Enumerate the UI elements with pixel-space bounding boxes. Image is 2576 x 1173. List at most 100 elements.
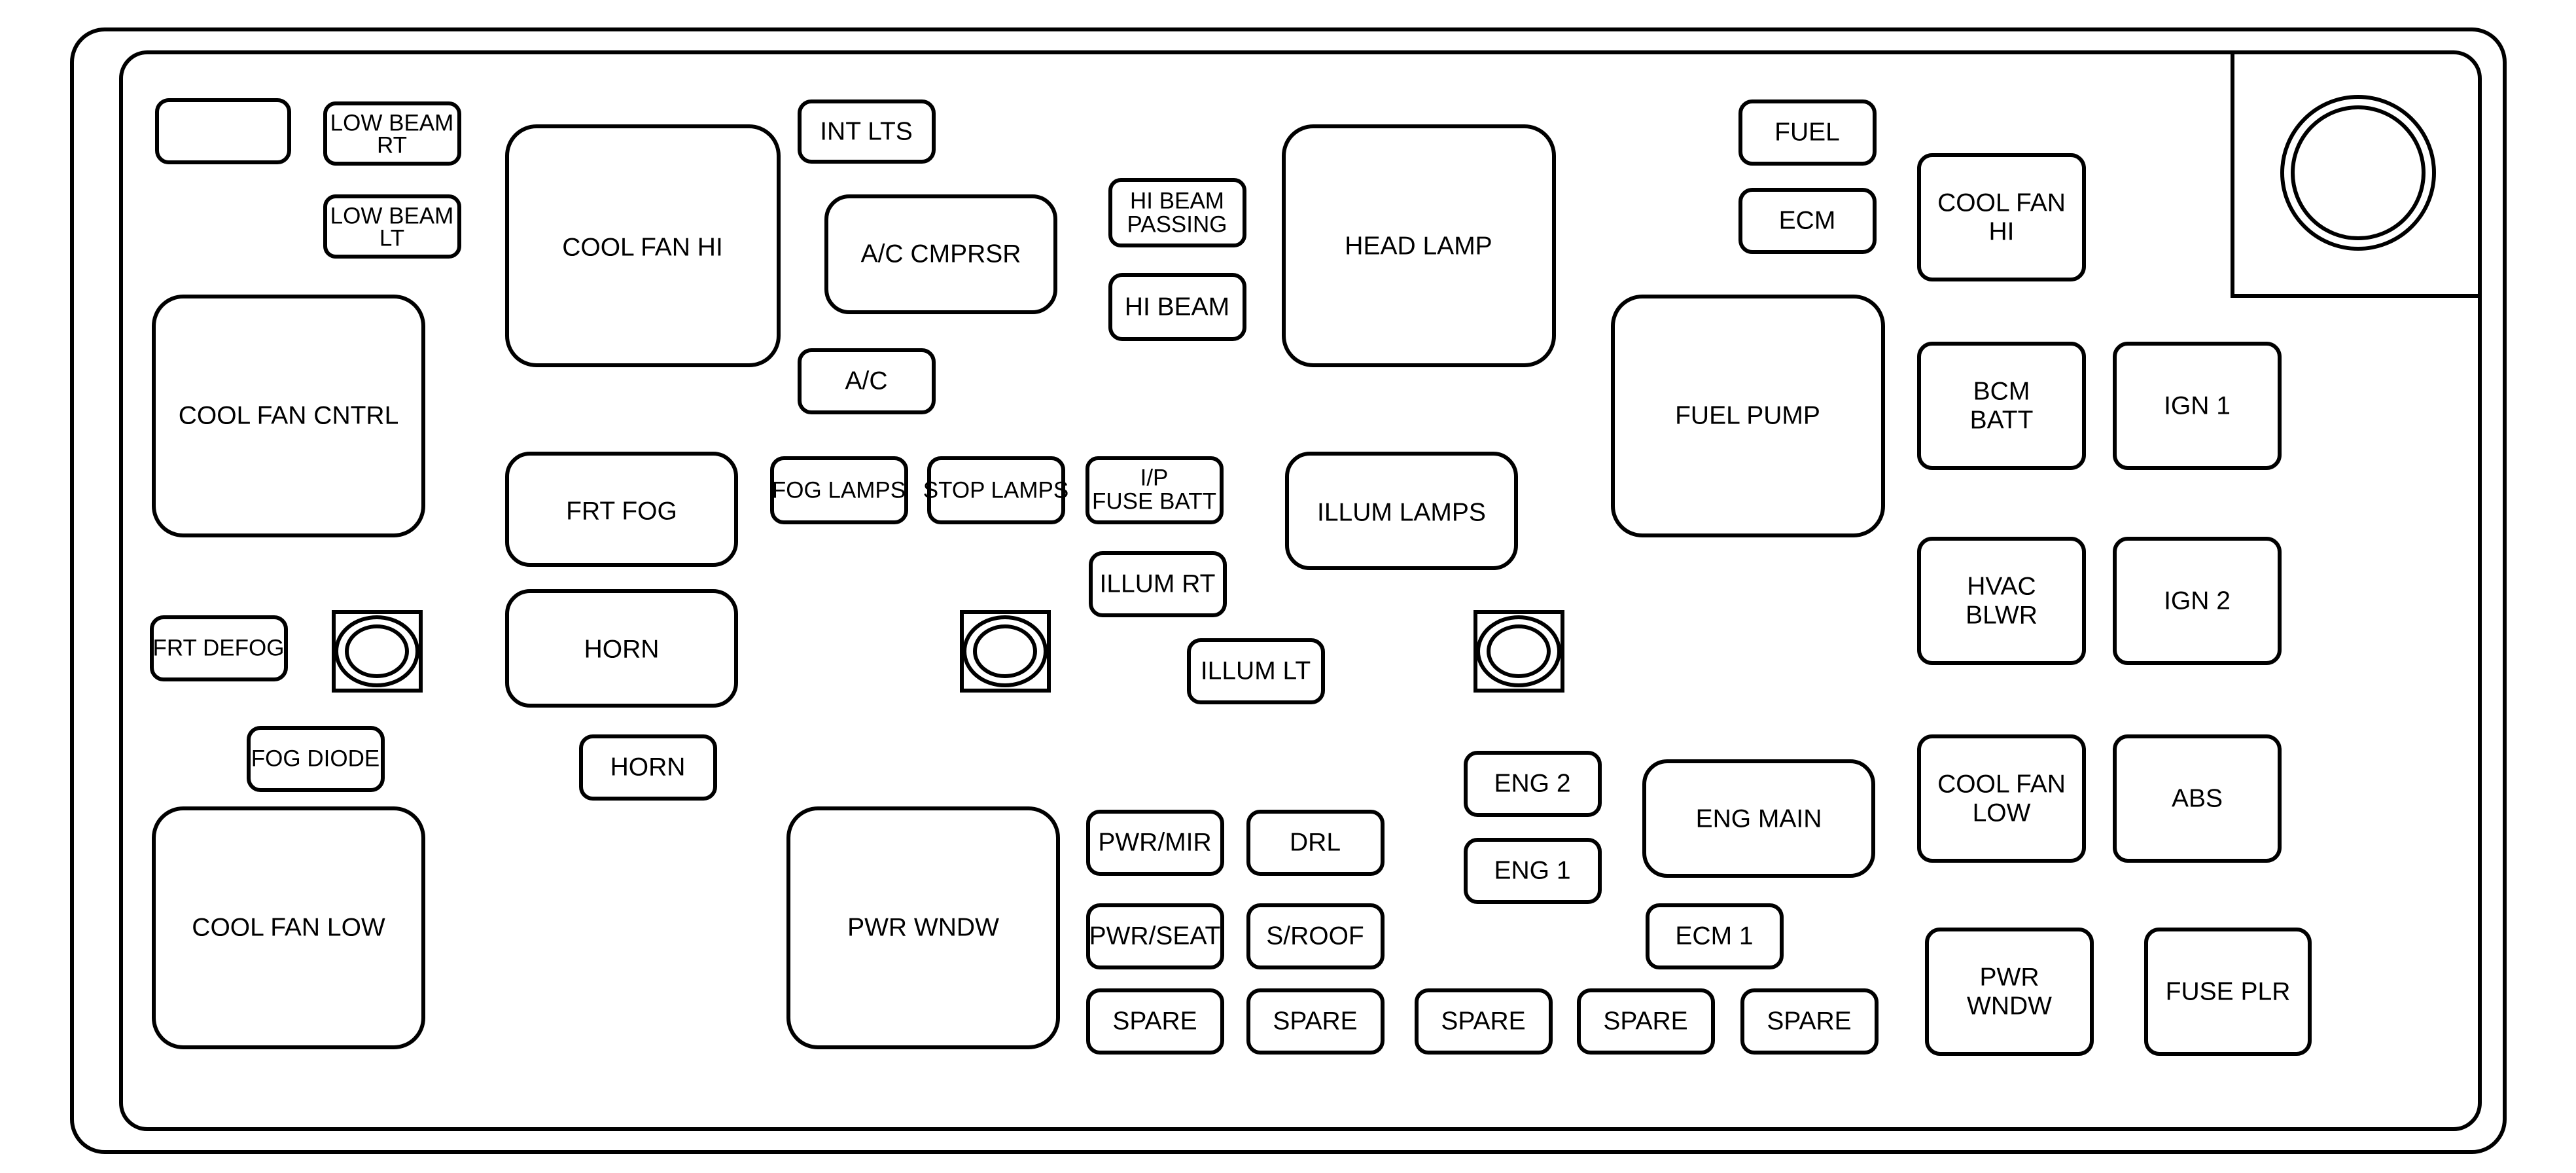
svg-text:LT: LT bbox=[379, 226, 404, 251]
mounting-hole-outer bbox=[2280, 95, 2436, 251]
svg-text:A/C CMPRSR: A/C CMPRSR bbox=[861, 240, 1021, 268]
fuse-pwr-seat: PWR/SEAT bbox=[1086, 903, 1224, 969]
fuse-horn: HORN bbox=[579, 734, 717, 801]
fuse-spare-3: SPARE bbox=[1415, 988, 1553, 1055]
fuse-spare-4: SPARE bbox=[1577, 988, 1715, 1055]
fuse-abs: ABS bbox=[2113, 734, 2282, 863]
outer-housing bbox=[70, 27, 2507, 1154]
svg-text:LOW: LOW bbox=[1973, 799, 2031, 827]
svg-text:ABS: ABS bbox=[2172, 785, 2223, 813]
fuse-s-roof: S/ROOF bbox=[1246, 903, 1385, 969]
svg-text:FOG DIODE: FOG DIODE bbox=[251, 746, 379, 772]
svg-text:I/P: I/P bbox=[1140, 465, 1169, 491]
relay-eng-main: ENG MAIN bbox=[1642, 759, 1875, 878]
svg-text:ENG MAIN: ENG MAIN bbox=[1696, 805, 1822, 833]
relay-cool-fan-low: COOL FAN LOW bbox=[152, 806, 425, 1049]
svg-text:PWR/MIR: PWR/MIR bbox=[1098, 829, 1211, 857]
svg-text:PASSING: PASSING bbox=[1127, 212, 1227, 238]
svg-text:ILLUM RT: ILLUM RT bbox=[1100, 570, 1216, 598]
fuse-cool-fan-low: COOL FAN LOW bbox=[1917, 734, 2086, 863]
svg-text:SPARE: SPARE bbox=[1273, 1007, 1357, 1036]
fuse-ecm1: ECM 1 bbox=[1646, 903, 1784, 969]
fuse-drl: DRL bbox=[1246, 810, 1385, 876]
stud-left bbox=[332, 610, 423, 693]
fuse-eng1: ENG 1 bbox=[1464, 838, 1602, 904]
fuse-ign1: IGN 1 bbox=[2113, 342, 2282, 470]
svg-text:FOG LAMPS: FOG LAMPS bbox=[772, 478, 906, 503]
stud-center bbox=[960, 610, 1051, 693]
fuse-stop-lamps: STOP LAMPS bbox=[923, 456, 1068, 524]
svg-text:ECM 1: ECM 1 bbox=[1675, 922, 1753, 950]
fuse-spare-5: SPARE bbox=[1740, 988, 1879, 1055]
fuse-spare-2: SPARE bbox=[1246, 988, 1385, 1055]
svg-text:FRT DEFOG: FRT DEFOG bbox=[153, 636, 285, 661]
fuse-plr: FUSE PLR bbox=[2144, 928, 2312, 1056]
svg-text:RT: RT bbox=[377, 133, 407, 158]
svg-text:ENG 2: ENG 2 bbox=[1494, 770, 1570, 798]
svg-text:PWR WNDW: PWR WNDW bbox=[847, 914, 999, 942]
svg-text:HEAD LAMP: HEAD LAMP bbox=[1345, 232, 1492, 261]
fuse-illum-lt: ILLUM LT bbox=[1187, 638, 1325, 704]
svg-text:STOP LAMPS: STOP LAMPS bbox=[923, 478, 1068, 503]
svg-text:INT LTS: INT LTS bbox=[820, 118, 913, 146]
relay-illum-lamps: ILLUM LAMPS bbox=[1285, 452, 1518, 570]
svg-text:ENG 1: ENG 1 bbox=[1494, 857, 1570, 885]
fuse-ign2: IGN 2 bbox=[2113, 537, 2282, 665]
svg-text:HI: HI bbox=[1989, 218, 2015, 246]
svg-text:HORN: HORN bbox=[584, 636, 660, 664]
svg-text:HVAC: HVAC bbox=[1967, 573, 2036, 601]
svg-text:FUSE BATT: FUSE BATT bbox=[1092, 489, 1216, 514]
relay-cool-fan-hi: COOL FAN HI bbox=[505, 124, 781, 367]
relay-ac-cmprsr: A/C CMPRSR bbox=[824, 194, 1057, 314]
svg-text:BLWR: BLWR bbox=[1966, 602, 2038, 630]
fuse-bcm-batt: BCM BATT bbox=[1917, 342, 2086, 470]
fuse-cool-fan-hi: COOL FAN HI bbox=[1917, 153, 2086, 281]
relay-horn: HORN bbox=[505, 589, 738, 708]
relay-head-lamp: HEAD LAMP bbox=[1282, 124, 1556, 367]
svg-text:COOL FAN: COOL FAN bbox=[1937, 189, 2066, 217]
relay-pwr-wndw: PWR WNDW bbox=[786, 806, 1060, 1049]
svg-text:SPARE: SPARE bbox=[1603, 1007, 1687, 1036]
svg-text:FUEL: FUEL bbox=[1774, 118, 1840, 147]
relay-fuel-pump: FUEL PUMP bbox=[1611, 295, 1885, 537]
fuse-pwr-wndw: PWR WNDW bbox=[1925, 928, 2094, 1056]
relay-cool-fan-cntrl: COOL FAN CNTRL bbox=[152, 295, 425, 537]
svg-text:BATT: BATT bbox=[1970, 406, 2034, 435]
fuse-low-beam-lt: LOW BEAM LT bbox=[323, 194, 461, 259]
mounting-hole-inner bbox=[2291, 105, 2426, 240]
fuse-ecm: ECM bbox=[1738, 188, 1877, 254]
fuse-illum-rt: ILLUM RT bbox=[1089, 551, 1227, 617]
svg-text:ILLUM LT: ILLUM LT bbox=[1201, 657, 1311, 685]
blank-fuse bbox=[155, 98, 291, 164]
fuse-pwr-mir: PWR/MIR bbox=[1086, 810, 1224, 876]
svg-text:ILLUM LAMPS: ILLUM LAMPS bbox=[1317, 499, 1486, 527]
svg-text:COOL FAN: COOL FAN bbox=[1937, 770, 2066, 799]
fuse-hi-beam-passing: HI BEAM PASSING bbox=[1108, 178, 1246, 247]
svg-text:FUEL PUMP: FUEL PUMP bbox=[1675, 402, 1820, 430]
svg-text:COOL FAN CNTRL: COOL FAN CNTRL bbox=[179, 402, 399, 430]
svg-text:SPARE: SPARE bbox=[1112, 1007, 1197, 1036]
fuse-low-beam-rt: LOW BEAM RT bbox=[323, 101, 461, 166]
svg-text:LOW BEAM: LOW BEAM bbox=[330, 204, 454, 229]
fuse-ip-fuse-batt: I/P FUSE BATT bbox=[1085, 456, 1224, 524]
svg-text:LOW BEAM: LOW BEAM bbox=[330, 111, 454, 136]
svg-text:PWR: PWR bbox=[1980, 964, 2039, 992]
svg-text:HI BEAM: HI BEAM bbox=[1130, 189, 1224, 214]
fuse-eng2: ENG 2 bbox=[1464, 751, 1602, 817]
svg-text:HI BEAM: HI BEAM bbox=[1125, 293, 1229, 321]
fuse-hvac-blwr: HVAC BLWR bbox=[1917, 537, 2086, 665]
svg-text:FUSE PLR: FUSE PLR bbox=[2166, 978, 2291, 1006]
svg-text:HORN: HORN bbox=[610, 753, 686, 782]
svg-text:S/ROOF: S/ROOF bbox=[1266, 922, 1364, 950]
svg-text:FRT FOG: FRT FOG bbox=[566, 497, 677, 526]
fuse-ac: A/C bbox=[798, 348, 936, 414]
svg-text:SPARE: SPARE bbox=[1441, 1007, 1525, 1036]
fuse-int-lts: INT LTS bbox=[798, 99, 936, 164]
relay-frt-fog: FRT FOG bbox=[505, 452, 738, 567]
fuse-hi-beam: HI BEAM bbox=[1108, 273, 1246, 341]
svg-text:COOL FAN HI: COOL FAN HI bbox=[562, 234, 723, 262]
svg-text:A/C: A/C bbox=[845, 367, 887, 395]
fuse-frt-defog: FRT DEFOG bbox=[150, 615, 288, 681]
svg-text:DRL: DRL bbox=[1290, 829, 1341, 857]
